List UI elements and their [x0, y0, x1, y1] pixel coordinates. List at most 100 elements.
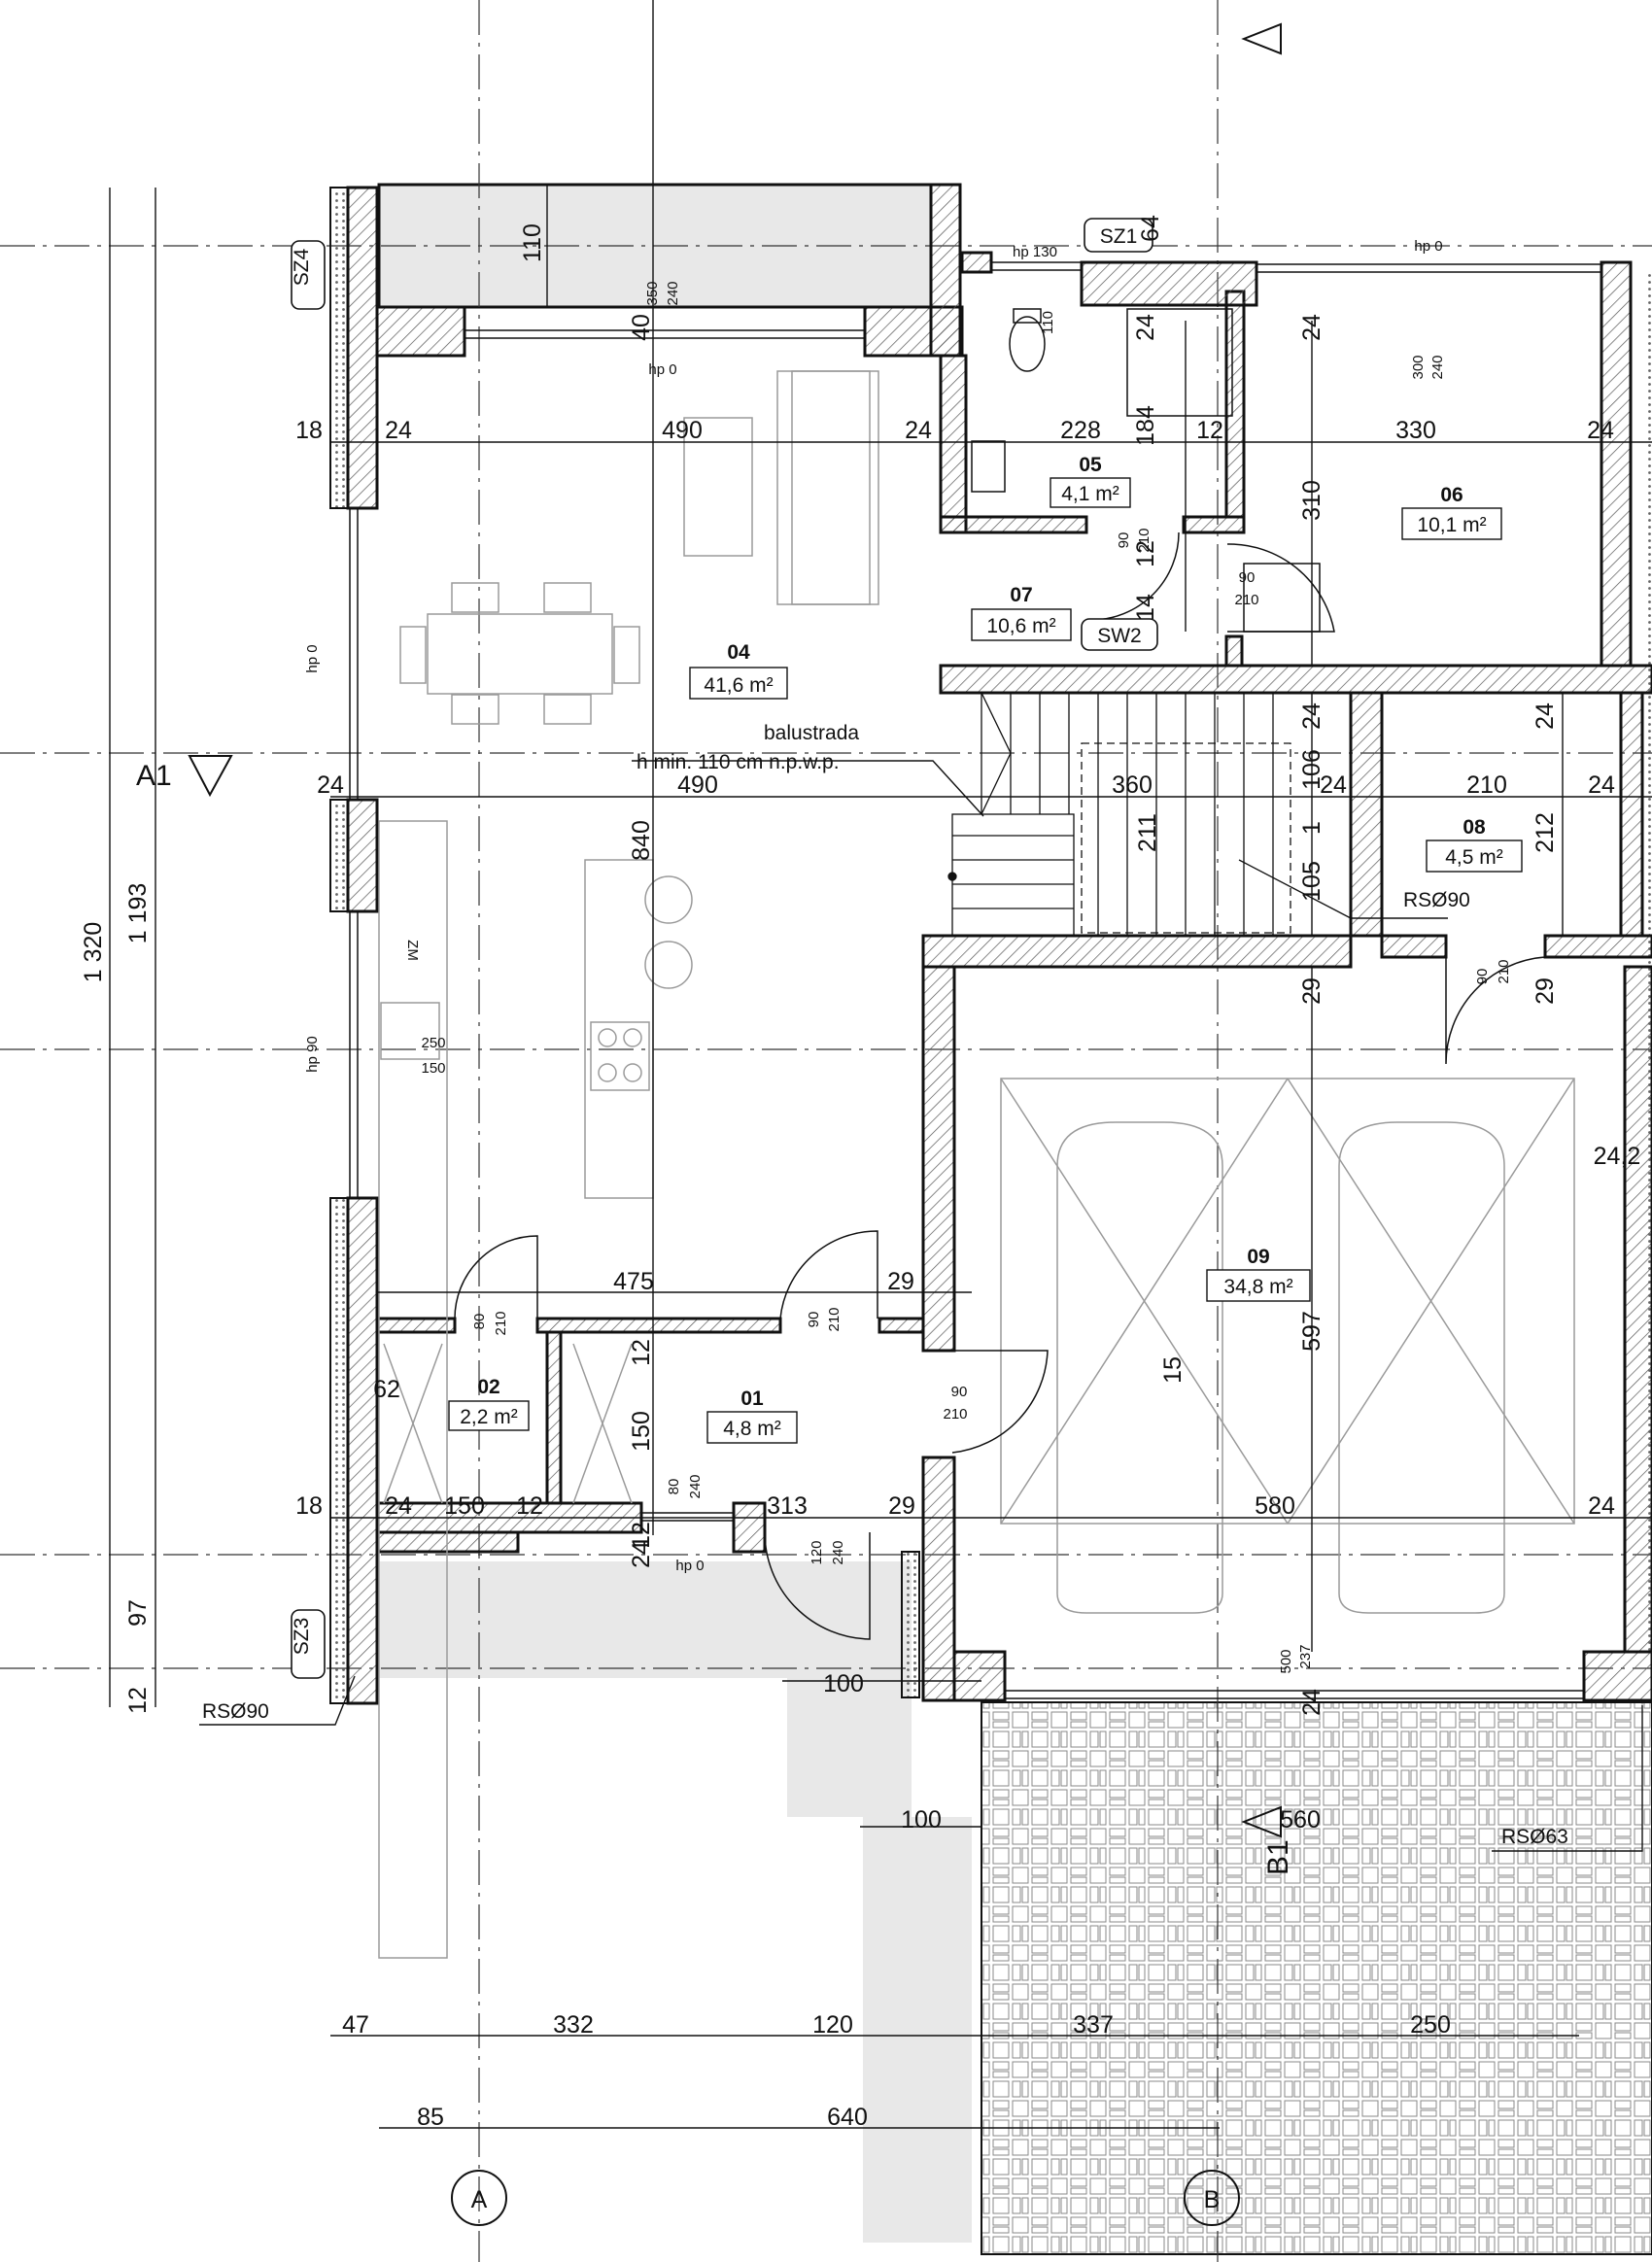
dim-r1-184: 184	[1132, 405, 1159, 446]
dim-r2-490: 490	[677, 771, 718, 799]
dim-r4-24b: 24	[1588, 1492, 1615, 1520]
insulation-layer	[329, 187, 1652, 1704]
win-350: 350	[644, 281, 661, 305]
door-90-01: 90	[806, 1312, 822, 1328]
row4-dimensions: 18 24 150 12 313 29 580 24 24 24	[295, 1492, 1615, 1716]
dim-r1-24e: 24	[1298, 314, 1325, 341]
dim-r2-1: 1	[1298, 821, 1325, 835]
room-02-area: 2,2 m²	[460, 1406, 518, 1428]
room-07-area: 10,6 m²	[986, 615, 1055, 637]
dim-overall-97: 97	[124, 1599, 152, 1627]
room-09-area: 34,8 m²	[1223, 1276, 1292, 1298]
hp90-label: hp 90	[304, 1036, 321, 1073]
hp130-label: hp 130	[1013, 244, 1057, 260]
row2-dimensions: 24 490 360 24 210 24 106 1 105 212 211 2…	[317, 703, 1615, 902]
dim-r4-313: 313	[767, 1492, 808, 1520]
dim-mid-597: 597	[1298, 1311, 1325, 1352]
tag-sz4: SZ4	[291, 248, 313, 286]
dim-64: 64	[1137, 215, 1164, 242]
dim-bottom-47: 47	[342, 2011, 369, 2039]
dim-r4-24d: 24	[1298, 1689, 1325, 1716]
dim-r1-18: 18	[295, 417, 323, 444]
dim-bottom-640: 640	[827, 2104, 868, 2131]
room-07-number: 07	[1010, 584, 1032, 606]
dim-bottom-120: 120	[812, 2011, 853, 2039]
dim-r4-18: 18	[295, 1492, 323, 1520]
terrace-areas	[377, 183, 972, 2243]
mid-dimensions: 29 29 24,2 597 15 12 12 14	[628, 540, 1640, 1384]
area-boxes	[448, 477, 1523, 1444]
room-08-area: 4,5 m²	[1445, 846, 1503, 869]
door-80-02: 80	[471, 1314, 488, 1330]
dim-r4-150: 150	[444, 1492, 485, 1520]
staircase	[947, 692, 1352, 937]
room-05-area: 4,1 m²	[1061, 483, 1119, 505]
win-240b: 240	[1429, 355, 1446, 379]
door-80-entry: 80	[666, 1479, 682, 1495]
door-240-entry: 240	[687, 1474, 704, 1498]
sink-150: 150	[421, 1060, 445, 1077]
dim-r2-24c: 24	[1588, 771, 1615, 799]
balustrada-note: h min. 110 cm n.p.w.p.	[637, 751, 840, 773]
bottom-dimensions: 47 332 120 337 250 85 640	[342, 2011, 1451, 2131]
dim-r4-29: 29	[888, 1492, 915, 1520]
row1-dimensions: 18 24 490 24 228 12 330 24 184 24 24 310…	[295, 314, 1614, 521]
rs063-label: RSØ63	[1501, 1826, 1568, 1848]
dim-r1-12: 12	[1196, 417, 1223, 444]
hp0-bottom-label: hp 0	[675, 1558, 704, 1574]
overall-dimensions: 1 320 1 193 97 12	[80, 883, 152, 1714]
room-01-area: 4,8 m²	[723, 1418, 781, 1440]
section-markers	[188, 22, 1282, 2226]
section-b1-triangle	[1241, 1805, 1282, 1838]
dim-r1-310: 310	[1298, 480, 1325, 521]
sanitary-fixtures	[971, 308, 1321, 633]
dim-mid-29b: 29	[1532, 977, 1559, 1005]
axis-a-circle	[451, 2170, 507, 2226]
dim-r1-24a: 24	[385, 417, 412, 444]
axis-b-circle	[1184, 2170, 1240, 2226]
axis-b-label: B	[1204, 2186, 1221, 2213]
section-a1-triangle	[188, 755, 233, 798]
room-01-number: 01	[740, 1388, 764, 1410]
rs090-label-b: RSØ90	[1403, 889, 1470, 911]
room-04-area: 41,6 m²	[704, 674, 773, 697]
room-05-number: 05	[1079, 454, 1102, 476]
balustrada-label: balustrada	[764, 722, 859, 744]
dim-r4-580: 580	[1255, 1492, 1295, 1520]
dim-r4-24a: 24	[385, 1492, 412, 1520]
dim-bottom-250: 250	[1410, 2011, 1451, 2039]
door-210-top: 210	[1234, 592, 1258, 608]
dim-r1-330: 330	[1395, 417, 1436, 444]
annotation-labels: balustrada h min. 110 cm n.p.w.p. RSØ90 …	[136, 722, 1568, 2213]
dim-r3-29: 29	[887, 1268, 914, 1295]
tag-sz3: SZ3	[291, 1618, 313, 1656]
dim-r3-62: 62	[373, 1376, 400, 1403]
tag-sz1: SZ1	[1100, 225, 1138, 248]
dim-r2-24d: 24	[1298, 703, 1325, 730]
hp0-left-label: hp 0	[304, 644, 321, 672]
driveway-paving	[981, 1701, 1652, 2255]
dim-r3-12: 12	[628, 1522, 655, 1549]
win-300: 300	[1410, 355, 1427, 379]
section-a1-label: A1	[136, 760, 172, 792]
dim-mid-29a: 29	[1298, 977, 1325, 1005]
door-90-garage: 90	[951, 1384, 968, 1400]
door-210-02: 210	[493, 1311, 509, 1335]
dim-mid-15: 15	[1159, 1356, 1187, 1384]
dim-r1-228: 228	[1060, 417, 1101, 444]
dim-560: 560	[1280, 1806, 1321, 1834]
dim-overall-1193: 1 193	[124, 883, 152, 944]
dim-r2-105: 105	[1298, 861, 1325, 902]
axis-a-label: A	[471, 2186, 488, 2213]
small-annotations: hp 130 hp 0 hp 0 hp 0 hp 90 hp 0 350 240…	[304, 238, 1512, 1674]
room-labels: 04 41,6 m² 05 4,1 m² 06 10,1 m² 07 10,6 …	[460, 454, 1503, 1440]
door-90-top: 90	[1239, 569, 1256, 586]
room-06-number: 06	[1440, 484, 1463, 506]
door-90-bath: 90	[1116, 532, 1132, 549]
dim-overall-12: 12	[124, 1687, 152, 1714]
dim-r3-475: 475	[613, 1268, 654, 1295]
door-210-garage: 210	[943, 1406, 967, 1422]
dim-r2-106: 106	[1298, 749, 1325, 790]
tag-sw2: SW2	[1097, 625, 1142, 647]
